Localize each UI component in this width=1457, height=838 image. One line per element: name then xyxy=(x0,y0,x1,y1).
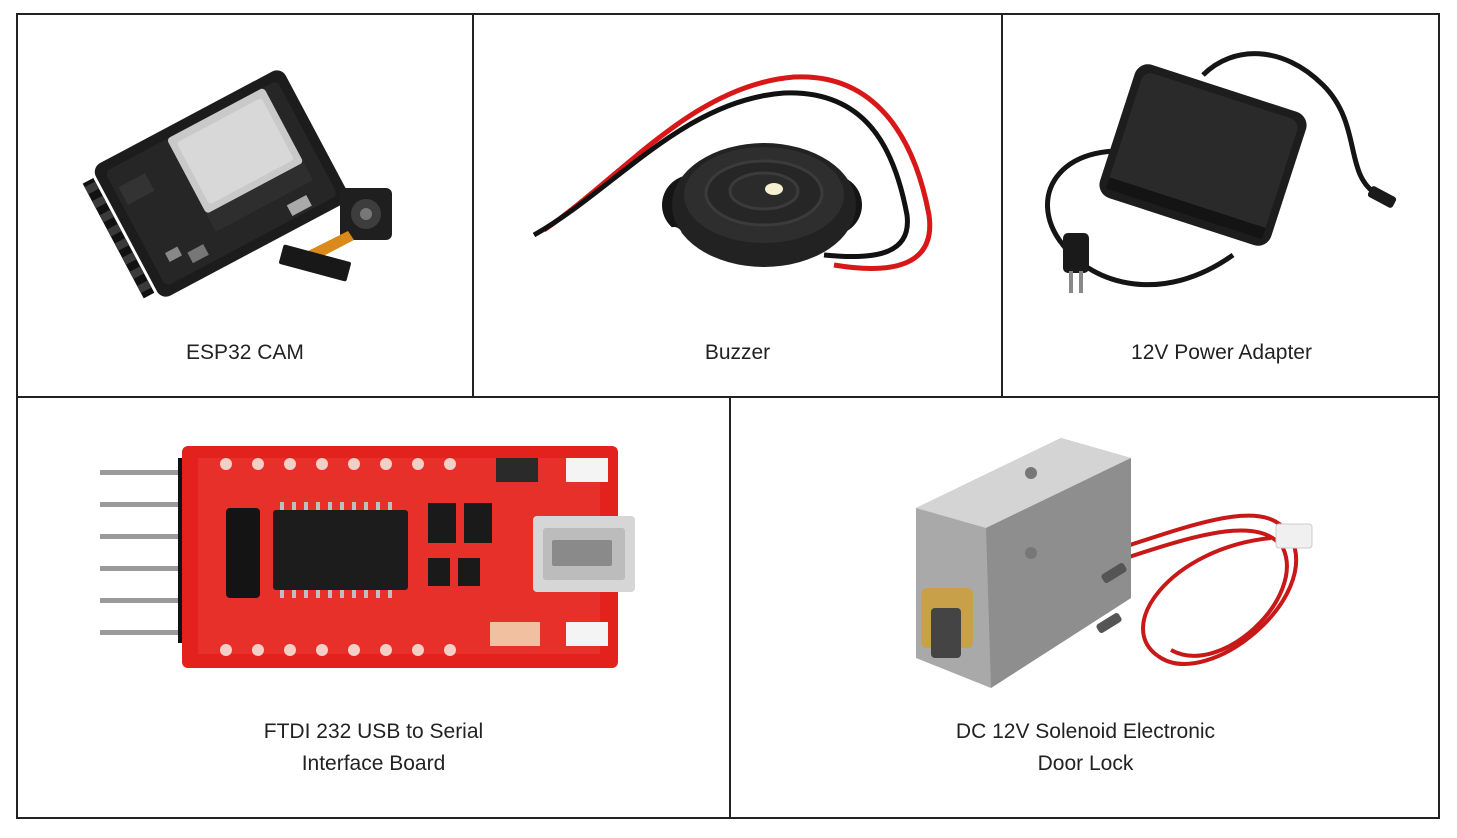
component-cell-buzzer: Buzzer xyxy=(474,15,1003,396)
component-caption: ESP32 CAM xyxy=(186,341,304,364)
component-cell-lock: DC 12V Solenoid Electronic Door Lock xyxy=(731,398,1440,817)
component-cell-esp32: ESP32 CAM xyxy=(18,15,474,396)
component-caption: DC 12V Solenoid Electronic Door Lock xyxy=(955,720,1216,775)
component-row-top: ESP32 CAM Buzzer xyxy=(18,15,1438,398)
component-cell-ftdi: FTDI 232 USB to Serial Interface Board xyxy=(18,398,731,817)
solenoid-lock-icon xyxy=(916,438,1313,688)
component-caption: FTDI 232 USB to Serial Interface Board xyxy=(263,720,484,775)
component-caption: Buzzer xyxy=(704,341,771,364)
component-grid: ESP32 CAM Buzzer xyxy=(16,13,1440,819)
component-cell-adapter: 12V Power Adapter xyxy=(1003,15,1440,396)
ftdi-board-icon xyxy=(100,446,635,668)
buzzer-icon xyxy=(532,74,933,271)
power-adapter-icon xyxy=(1045,51,1397,293)
component-caption: 12V Power Adapter xyxy=(1131,341,1312,364)
esp32-cam-board-icon xyxy=(82,70,392,299)
component-row-bottom: FTDI 232 USB to Serial Interface Board xyxy=(18,398,1438,817)
